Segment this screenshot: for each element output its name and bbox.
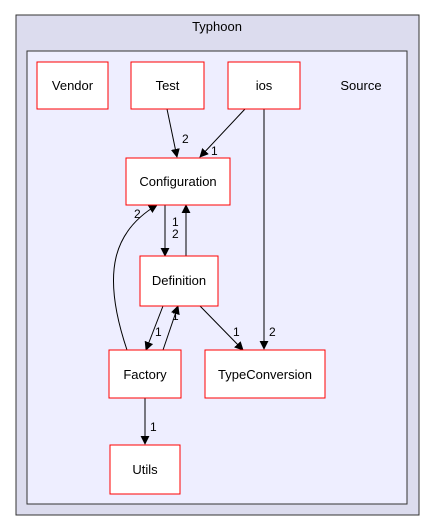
edge-factory-configuration[interactable]: 2 (112, 204, 158, 351)
edge-ios-configuration[interactable]: 1 (199, 108, 246, 158)
edge-label-factory-definition: 1 (172, 309, 179, 323)
node-typeconversion[interactable]: TypeConversion (204, 349, 326, 399)
edge-definition-typeconversion[interactable]: 1 (199, 305, 244, 351)
edge-label-ios-configuration: 1 (211, 144, 218, 158)
edge-ios-typeconversion[interactable]: 2 (259, 109, 276, 350)
edge-label-factory-utils: 1 (150, 420, 157, 434)
edge-label-definition-factory: 1 (155, 325, 162, 339)
node-utils-label: Utils (132, 462, 158, 477)
cluster-source[interactable]: Source (26, 50, 408, 505)
edge-label-factory-configuration: 2 (134, 207, 141, 221)
node-factory-label: Factory (123, 367, 167, 382)
edge-configuration-definition[interactable]: 2 (160, 205, 179, 257)
node-utils[interactable]: Utils (109, 444, 181, 495)
node-typeconversion-label: TypeConversion (218, 367, 312, 382)
node-configuration-label: Configuration (139, 174, 216, 189)
node-configuration[interactable]: Configuration (125, 157, 231, 206)
cluster-source-label: Source (340, 78, 381, 93)
edge-factory-utils[interactable]: 1 (140, 398, 157, 445)
edge-factory-definition[interactable]: 1 (162, 305, 180, 351)
edge-label-test-configuration: 2 (182, 132, 189, 146)
node-test-label: Test (156, 78, 180, 93)
edge-label-ios-typeconversion: 2 (269, 325, 276, 339)
edge-definition-factory[interactable]: 1 (144, 305, 164, 351)
edge-label-definition-configuration: 1 (172, 215, 179, 229)
node-ios[interactable]: ios (227, 61, 301, 110)
node-vendor[interactable]: Vendor (36, 61, 109, 110)
node-factory[interactable]: Factory (108, 349, 182, 399)
node-definition[interactable]: Definition (139, 255, 219, 307)
edges: 2 1 2 2 1 1 1 1 (112, 108, 276, 445)
node-vendor-label: Vendor (52, 78, 94, 93)
edge-label-definition-typeconversion: 1 (233, 325, 240, 339)
node-test[interactable]: Test (130, 61, 205, 110)
edge-label-configuration-definition: 2 (172, 227, 179, 241)
node-ios-label: ios (256, 78, 273, 93)
edge-definition-configuration[interactable]: 1 (172, 204, 191, 256)
edge-test-configuration[interactable]: 2 (166, 108, 189, 158)
node-definition-label: Definition (152, 273, 206, 288)
cluster-typhoon-label: Typhoon (192, 19, 242, 34)
